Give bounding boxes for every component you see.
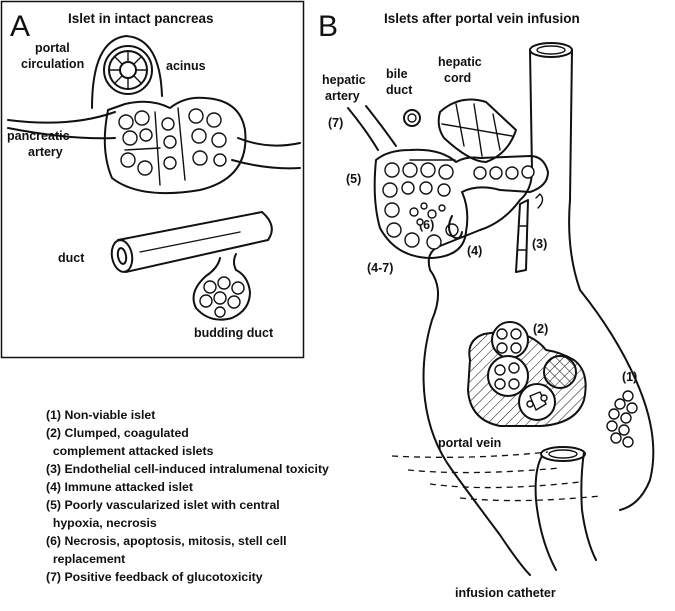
islet-a-cells: [118, 108, 227, 176]
hepatic-artery-line-2: [365, 105, 397, 147]
vein-left-wall: [422, 49, 533, 576]
bile-duct: [403, 109, 421, 127]
label-bile: bile: [386, 67, 408, 81]
legend-line: (1) Non-viable islet: [46, 408, 155, 422]
islet-b-cells: [382, 162, 535, 250]
label-n5: (5): [346, 172, 361, 186]
panel-a-frame: [0, 0, 305, 359]
legend-line: (7) Positive feedback of glucotoxicity: [46, 570, 263, 584]
legend-line: hypoxia, necrosis: [46, 516, 157, 530]
label-bile-duct: duct: [386, 83, 413, 97]
label-n2: (2): [533, 322, 548, 336]
label-circulation: circulation: [21, 57, 84, 71]
label-n4-7: (4-7): [367, 261, 393, 275]
panel-a-title: Islet in intact pancreas: [68, 11, 214, 26]
endothelial-patch: [515, 199, 529, 273]
legend-line: (2) Clumped, coagulated: [46, 426, 189, 440]
label-infusion-catheter: infusion catheter: [455, 586, 556, 600]
panel-a-letter: A: [10, 10, 30, 43]
infusion-flow: [391, 451, 601, 502]
legend-line: replacement: [46, 552, 125, 566]
legend: (1) Non-viable islet (2) Clumped, coagul…: [46, 408, 329, 584]
label-duct: duct: [58, 251, 85, 265]
vessel-right-lower: [231, 159, 301, 170]
vein-opening: [529, 42, 573, 58]
legend-line: (5) Poorly vascularized islet with centr…: [46, 498, 280, 512]
hepatic-artery-line-1: [347, 107, 379, 151]
label-portal: portal: [35, 41, 70, 55]
label-hepatic-a: hepatic: [322, 73, 366, 87]
hepatic-cord: [437, 98, 517, 163]
label-hepatic-c: hepatic: [438, 55, 482, 69]
label-cord: cord: [444, 71, 471, 85]
legend-line: (4) Immune attacked islet: [46, 480, 193, 494]
non-viable-islet: [606, 390, 638, 448]
label-n7: (7): [328, 116, 343, 130]
label-portal-vein: portal vein: [438, 436, 501, 450]
acinus: [103, 45, 153, 95]
duct-tube: [110, 211, 273, 273]
artery-line-upper: [7, 111, 116, 124]
legend-line: (6) Necrosis, apoptosis, mitosis, stell …: [46, 534, 287, 548]
necrotic-core: [409, 202, 446, 226]
label-artery-b: artery: [325, 89, 360, 103]
legend-line: complement attacked islets: [46, 444, 214, 458]
label-artery-a: artery: [28, 145, 63, 159]
vein-right-wall: [568, 49, 655, 511]
portal-loop: [91, 35, 163, 109]
panel-b-letter: B: [318, 10, 338, 43]
islet-a-septa: [124, 107, 186, 186]
infusion-catheter: [534, 446, 597, 571]
endothelial-arrow: [535, 193, 544, 209]
immune-attack-mark: [448, 215, 463, 240]
budding-duct: [192, 253, 251, 321]
vessel-right-upper: [237, 137, 301, 147]
panel-b-title: Islets after portal vein infusion: [384, 11, 580, 26]
label-pancreatic: pancreatic: [7, 129, 70, 143]
panel-a: A Islet in intact pancreas portal circul…: [0, 0, 305, 359]
label-acinus: acinus: [166, 59, 206, 73]
clumped-islets: [466, 321, 587, 427]
label-n3: (3): [532, 237, 547, 251]
islet-a: [103, 96, 247, 195]
legend-line: (3) Endothelial cell-induced intralumena…: [46, 462, 329, 476]
label-n4: (4): [467, 244, 482, 258]
panel-b: B Islets after portal vein infusion hepa…: [318, 10, 655, 600]
islet-b-capsule: [373, 148, 549, 259]
label-budding-duct: budding duct: [194, 326, 274, 340]
